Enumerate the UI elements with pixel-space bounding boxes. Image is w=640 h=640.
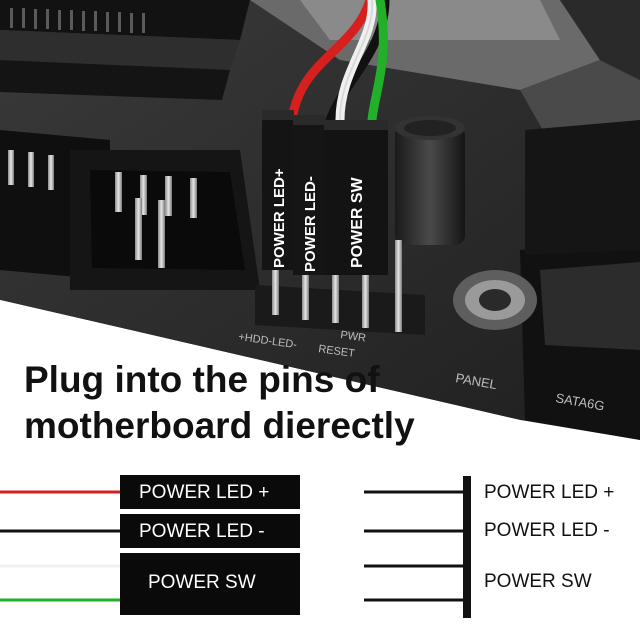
silk-reset: RESET <box>318 343 356 360</box>
pin-header-bar <box>463 476 471 618</box>
pin-label-power-led-minus: POWER LED - <box>484 520 610 541</box>
usb-header <box>0 130 260 290</box>
connector-block-power-sw: POWER SW <box>120 553 300 615</box>
white-background <box>0 300 640 470</box>
housing-label-2: POWER LED- <box>302 176 319 272</box>
headline-line-2: motherboard dierectly <box>24 405 415 446</box>
wiring-diagram <box>0 476 471 618</box>
screw-hole <box>453 270 537 330</box>
expansion-slots <box>0 0 250 100</box>
pin-label-power-led-plus: POWER LED + <box>484 482 615 503</box>
connector-label-power-led-plus: POWER LED + <box>139 482 270 503</box>
housing-power-led-minus: POWER LED- <box>293 115 325 275</box>
housing-power-sw: POWER SW <box>324 120 388 275</box>
housing-power-led-plus: POWER LED+ <box>262 110 294 270</box>
silk-pwr: PWR <box>340 329 367 344</box>
capacitor <box>395 116 465 245</box>
sata-connector <box>520 120 640 440</box>
headline-line-1: Plug into the pins of <box>24 359 380 400</box>
connector-label-power-sw: POWER SW <box>148 572 256 593</box>
pin-label-power-sw: POWER SW <box>484 571 592 592</box>
wires <box>287 0 390 125</box>
housing-label-3: POWER SW <box>349 176 366 268</box>
motherboard-photo: POWER LED+ POWER LED- POWER SW +HDD-LED-… <box>0 0 640 470</box>
housing-label-1: POWER LED+ <box>271 168 288 268</box>
connector-label-power-led-minus: POWER LED - <box>139 521 265 542</box>
connector-block-power-led-minus: POWER LED - <box>120 514 300 548</box>
connector-housings: POWER LED+ POWER LED- POWER SW <box>262 110 388 275</box>
silk-panel: PANEL <box>454 370 498 392</box>
connector-block-power-led-plus: POWER LED + <box>120 475 300 509</box>
